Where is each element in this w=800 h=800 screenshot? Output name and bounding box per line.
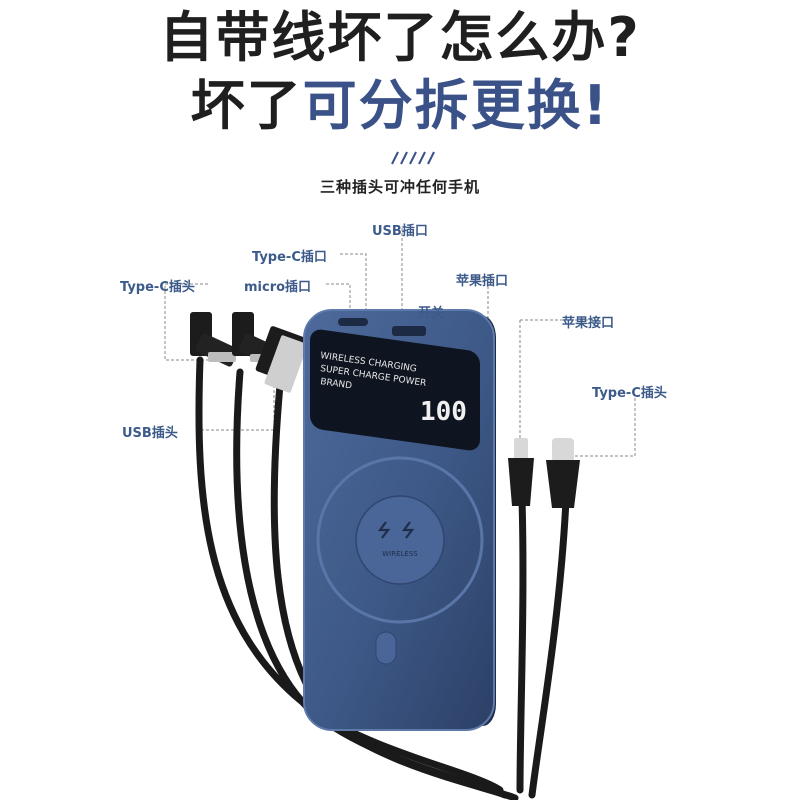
wireless-text: WIRELESS <box>382 550 418 558</box>
headline-line-1: 自带线坏了怎么办? <box>159 6 641 69</box>
usb-plug-connector <box>255 326 308 393</box>
battery-display: 100 <box>420 397 467 427</box>
label-usb-port: USB插口 <box>372 224 428 239</box>
type-c-plug-right-connector <box>546 438 580 508</box>
right-cables <box>516 496 570 799</box>
leader-lines <box>164 228 636 457</box>
label-switch: 开关 <box>418 306 445 321</box>
label-apple-port: 苹果插口 <box>456 274 509 289</box>
label-type-c-plug-left: Type-C插头 <box>120 280 195 295</box>
headline-line-2-accent: 可分拆更换! <box>302 74 610 137</box>
label-micro-port: micro插口 <box>244 280 312 295</box>
decorative-slashes <box>391 151 435 165</box>
wireless-logo-disc <box>355 495 445 585</box>
label-type-c-plug-right: Type-C插头 <box>592 386 667 401</box>
screen-line: BRAND <box>320 377 353 391</box>
type-c-plug-left-connector <box>190 312 239 367</box>
label-apple-connector: 苹果接口 <box>562 316 615 331</box>
bottom-button <box>375 631 397 665</box>
headline-line-2-prefix: 坏了 <box>190 74 303 137</box>
device-screen <box>310 329 480 451</box>
subtitle: 三种插头可冲任何手机 <box>319 178 480 196</box>
apple-connector-plug <box>508 438 534 506</box>
label-type-c-port: Type-C插口 <box>252 250 327 265</box>
wireless-ring <box>316 456 484 624</box>
label-usb-plug: USB插头 <box>122 426 178 441</box>
headline-line-2: 坏了可分拆更换! <box>0 74 800 138</box>
wireless-charge-icon <box>377 521 415 539</box>
